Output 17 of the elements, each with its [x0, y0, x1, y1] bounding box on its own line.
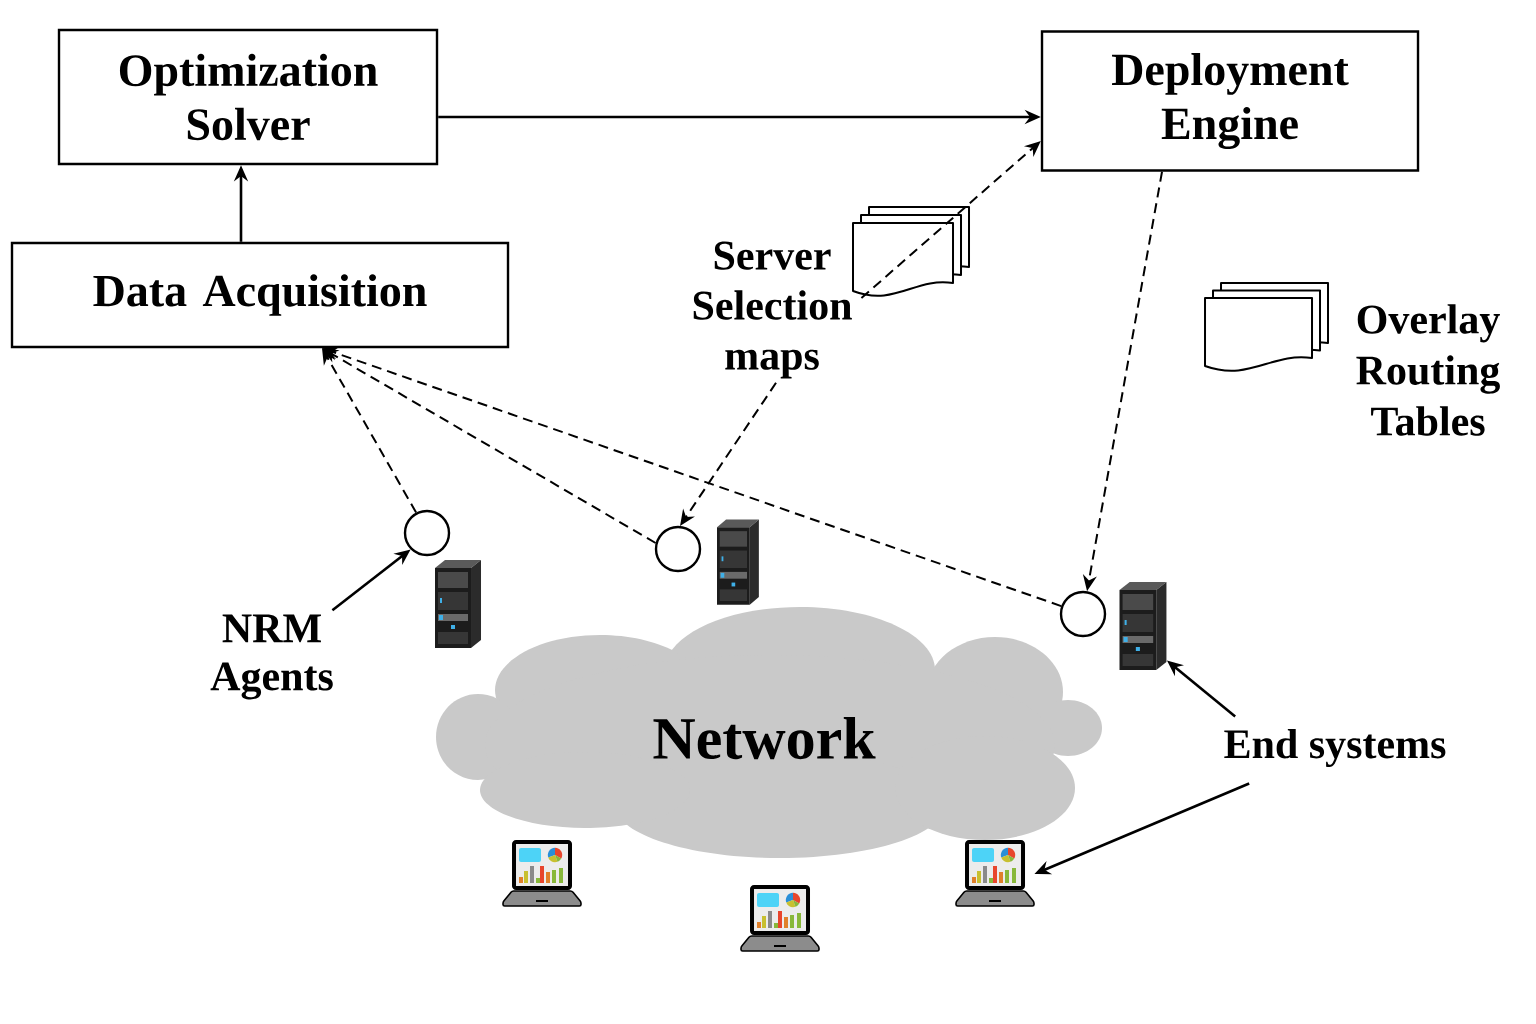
server-icon — [717, 519, 759, 605]
text-label: Server Selection maps — [693, 241, 852, 379]
laptop-icon — [740, 885, 820, 952]
server-icon — [435, 560, 481, 648]
text-label: End systems — [1224, 728, 1446, 768]
text-label: Overlay Routing Tables — [1356, 304, 1500, 436]
circle-marker — [1059, 590, 1107, 638]
laptop-icon — [502, 840, 582, 907]
process-box: Optimization Solver — [57, 28, 439, 166]
text-label: NRM Agents — [210, 614, 333, 700]
circle-marker — [654, 525, 702, 573]
circle-marker — [403, 509, 451, 557]
server-icon — [1119, 582, 1167, 670]
process-box: Data Acquisition — [10, 241, 510, 349]
laptop-icon — [955, 840, 1035, 907]
cloud: Network — [436, 607, 1102, 858]
process-box: Deployment Engine — [1040, 30, 1420, 172]
